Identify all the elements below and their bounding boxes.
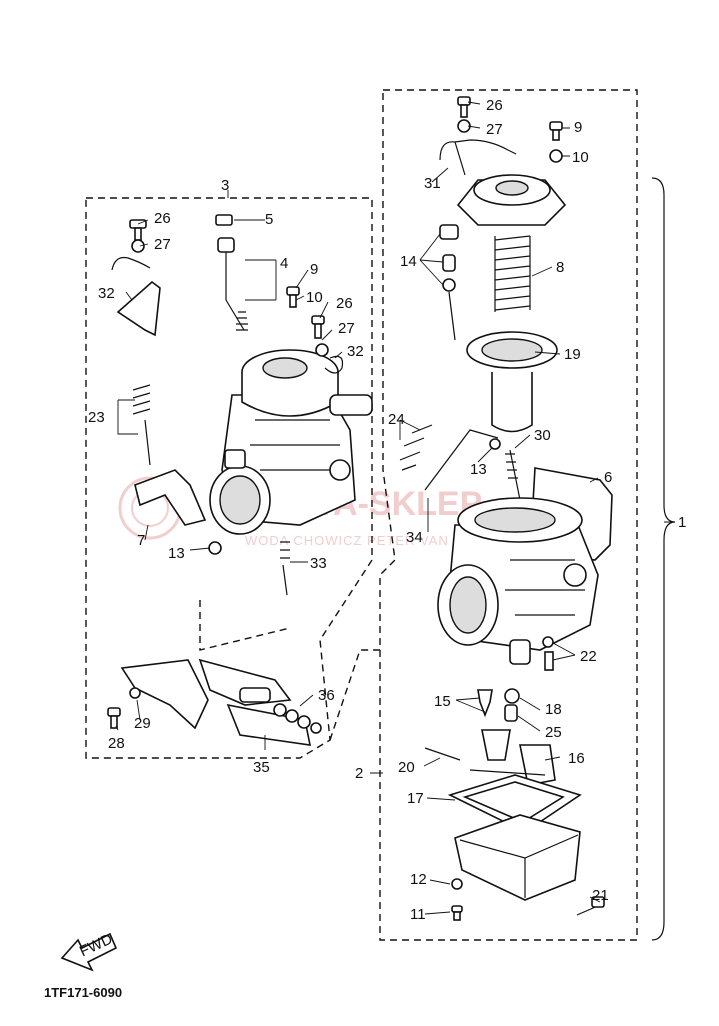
watermark-subtext: WODA CHOWICZ PETER VAN — [245, 533, 449, 548]
callout-29: 29 — [134, 715, 151, 732]
callout-15: 15 — [434, 693, 451, 710]
callout-36: 36 — [318, 687, 335, 704]
callout-9-left: 9 — [310, 261, 318, 278]
callout-26: 26 — [154, 210, 171, 227]
assembly-3-boundary — [85, 197, 373, 759]
callout-32: 32 — [98, 285, 115, 302]
callout-5: — — [250, 211, 265, 228]
callout-1: 1 — [678, 514, 686, 531]
left-carburetor — [209, 349, 373, 535]
callout-2: 2 — [355, 765, 363, 782]
leader-lines — [115, 101, 675, 915]
callout-35: 35 — [253, 759, 270, 776]
left-linkage — [107, 658, 322, 746]
callout-21: 21 — [592, 887, 609, 904]
connector-dash-a — [329, 649, 385, 741]
callout-13-right: 13 — [470, 461, 487, 478]
right-lower-parts — [424, 688, 605, 921]
callout-10-right: 10 — [572, 149, 589, 166]
callout-10-left: 10 — [306, 289, 323, 306]
callout-22: 22 — [580, 648, 597, 665]
callout-26-right: 26 — [486, 97, 503, 114]
callout-6: 6 — [604, 469, 612, 486]
callout-27-left-b: 27 — [338, 320, 355, 337]
callout-13-left: 13 — [168, 545, 185, 562]
right-carburetor — [437, 497, 599, 671]
callout-7: 7 — [137, 532, 145, 549]
callout-16: 16 — [568, 750, 585, 767]
callout-11: 11 — [410, 906, 426, 923]
callout-26-left-b: 26 — [336, 295, 353, 312]
callout-32-left-b: 32 — [347, 343, 364, 360]
assembly-1-bracket — [651, 177, 676, 941]
callout-8: 8 — [556, 259, 564, 276]
fwd-arrow-icon: FWD — [60, 930, 118, 972]
callout-18: 18 — [545, 701, 562, 718]
callout-9-right: 9 — [574, 119, 582, 136]
callout-23: 23 — [88, 409, 105, 426]
callout-27-right: 27 — [486, 121, 503, 138]
diagram-code: 1TF171-6090 — [44, 985, 122, 1000]
callout-34: 34 — [406, 529, 423, 546]
callout-28: 28 — [108, 735, 125, 752]
callout-17: 17 — [407, 790, 424, 807]
callout-5-num: 5 — [265, 211, 273, 228]
callout-3: 3 — [221, 177, 229, 194]
callout-4: 4 — [280, 255, 288, 272]
callout-12: 12 — [410, 871, 427, 888]
callout-19: 19 — [564, 346, 581, 363]
callout-20: 20 — [398, 759, 415, 776]
connector-dash-b — [199, 600, 291, 651]
callout-30: 30 — [534, 427, 551, 444]
callout-labels: 3 26 27 32 — 5 4 9 10 26 27 32 23 7 13 3… — [88, 97, 686, 923]
left-small-parts — [111, 214, 344, 596]
right-top-parts — [399, 96, 567, 501]
callout-24: 24 — [388, 411, 405, 428]
callout-14: 14 — [400, 253, 417, 270]
callout-33: 33 — [310, 555, 327, 572]
callout-31: 31 — [424, 175, 441, 192]
callout-25: 25 — [545, 724, 562, 741]
callout-27: 27 — [154, 236, 171, 253]
